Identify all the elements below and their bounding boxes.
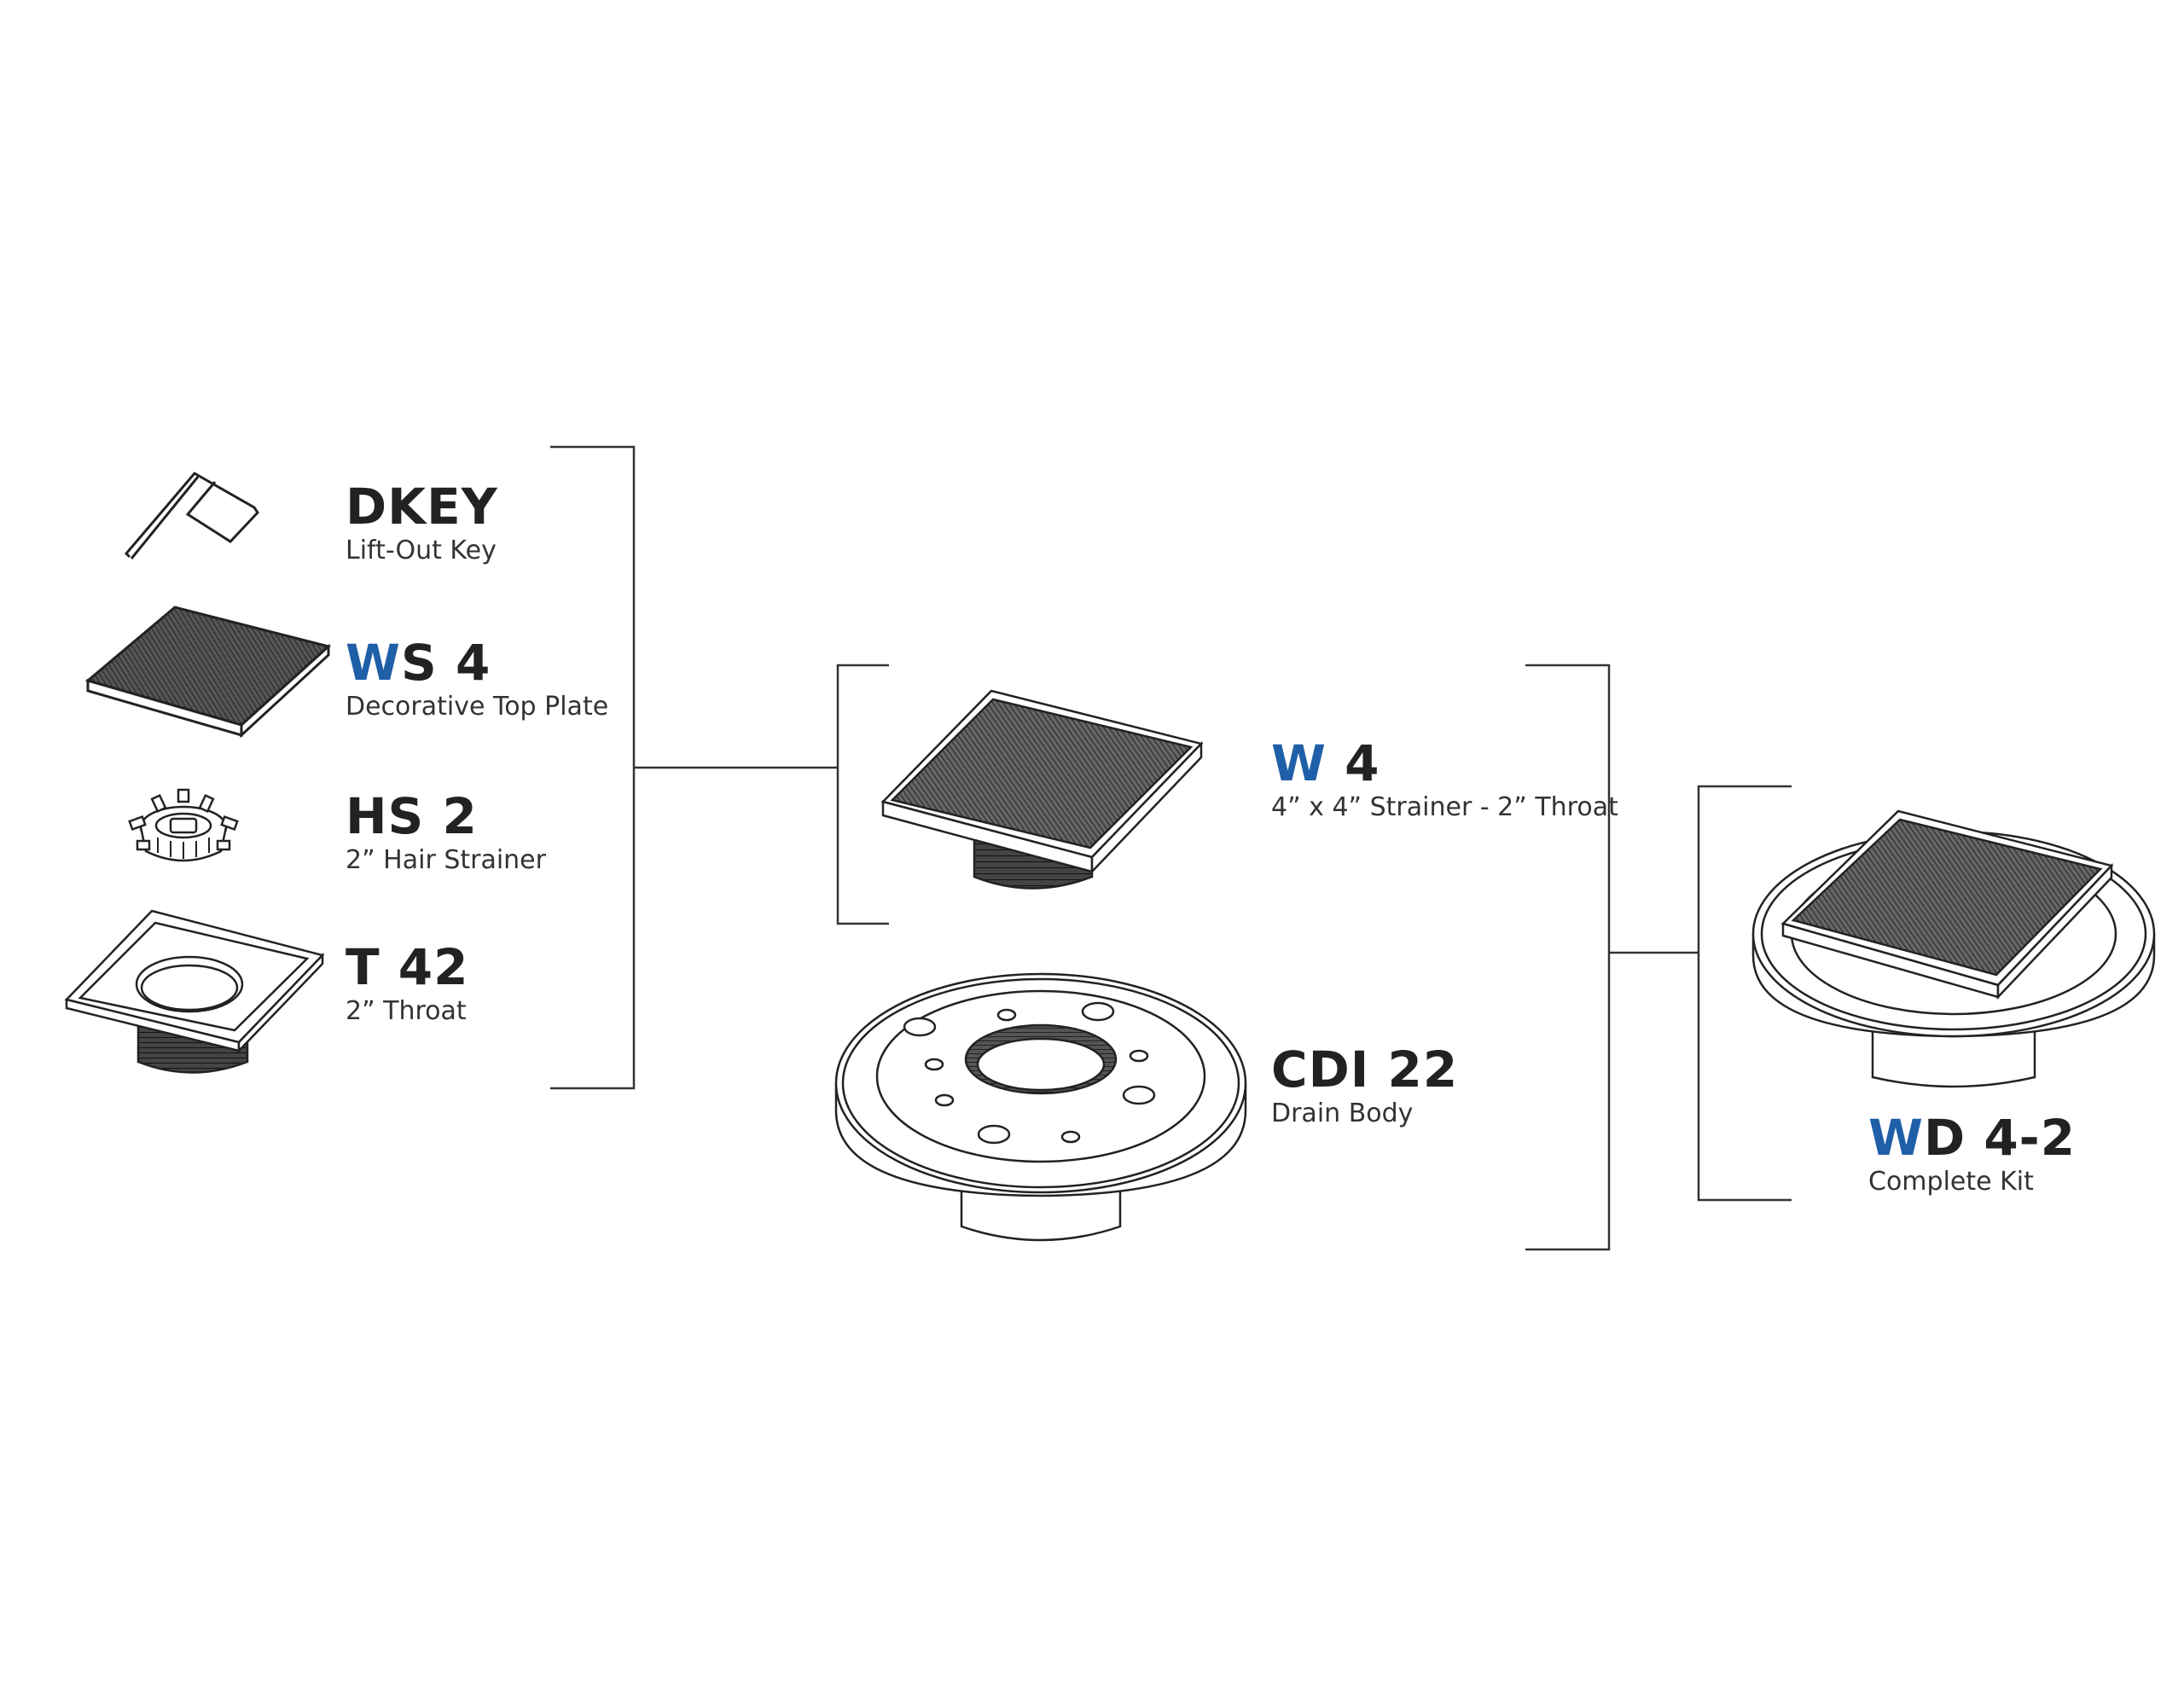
part-code-dkey: DKEY	[346, 478, 498, 536]
part-desc-hs2: 2” Hair Strainer	[346, 845, 546, 875]
label-wd42: WD 4-2 Complete Kit	[1868, 1113, 2076, 1195]
bracket-middle-group	[1525, 664, 1611, 1251]
label-cdi22: CDI 22 Drain Body	[1271, 1045, 1458, 1127]
part-desc-dkey: Lift-Out Key	[346, 536, 497, 565]
label-w4: W 4 4” x 4” Strainer - 2” Throat	[1271, 739, 1618, 820]
part-code-w4: W 4	[1271, 734, 1380, 792]
label-dkey: DKEY Lift-Out Key	[346, 482, 498, 564]
hair-strainer-icon	[128, 788, 239, 862]
lift-key-icon	[124, 472, 259, 559]
bracket-w4	[836, 664, 889, 925]
part-desc-ws4: Decorative Top Plate	[346, 692, 609, 722]
label-t42: T 42 2” Throat	[346, 942, 468, 1024]
throat-icon	[64, 909, 325, 1074]
strainer-assembly-icon	[880, 689, 1204, 890]
drain-body-icon	[834, 972, 1247, 1242]
part-desc-wd42: Complete Kit	[1868, 1167, 2034, 1197]
part-code-hs2: HS 2	[346, 787, 478, 845]
bracket-kit	[1697, 785, 1792, 1202]
part-desc-t42: 2” Throat	[346, 996, 467, 1026]
part-code-ws4: WS 4	[346, 634, 491, 692]
part-code-t42: T 42	[346, 938, 469, 996]
complete-kit-icon	[1751, 809, 2156, 1088]
bracket-left-group	[550, 445, 636, 1090]
label-hs2: HS 2 2” Hair Strainer	[346, 791, 546, 873]
part-code-wd42: WD 4-2	[1868, 1109, 2077, 1167]
part-code-cdi22: CDI 22	[1271, 1041, 1459, 1099]
part-desc-cdi22: Drain Body	[1271, 1099, 1414, 1128]
label-ws4: WS 4 Decorative Top Plate	[346, 638, 608, 720]
top-plate-icon	[84, 606, 332, 739]
part-desc-w4: 4” x 4” Strainer - 2” Throat	[1271, 792, 1618, 822]
